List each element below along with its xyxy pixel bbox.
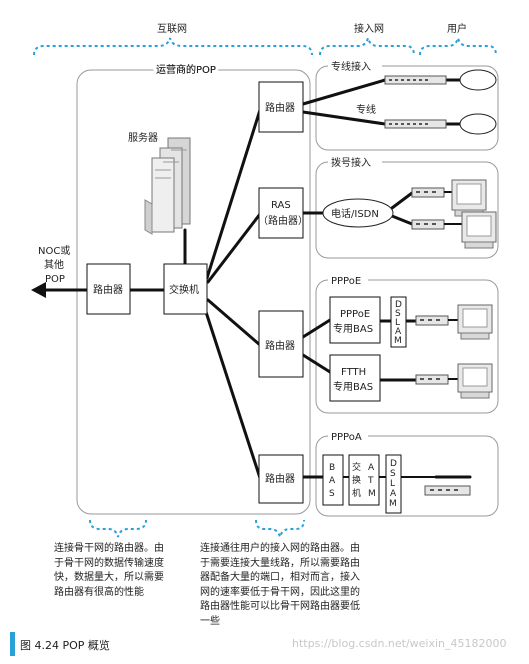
note-line: 于骨干网的数据传输速度 [54,557,164,569]
note-line: 网的速率要低于骨干网，因此这里的 [200,586,360,598]
pppoa-switch-char: 机 [352,487,361,499]
figure-caption: 图 4.24 POP 概览 [20,639,110,652]
leased-line-label: 专线 [356,103,376,116]
server-icon [144,137,191,235]
dialup-title: 拨号接入 [331,156,371,169]
router-bottom-label: 路由器 [265,472,295,485]
caption-accent-bar [10,632,15,656]
modem-icon [415,374,449,385]
pppoa-dslam-char: D [390,459,397,469]
pppoe-dslam-char: M [394,336,402,346]
router-left-label: 路由器 [93,283,123,296]
backbone-router-brace [89,519,147,538]
pppoa-dslam-char: S [390,469,396,479]
connection-lines [43,78,472,480]
note-line: 于需要连接大量线路，所以需要路由 [200,557,360,569]
pop-title: 运营商的POP [156,63,216,76]
modem-icon [384,75,447,85]
computer-icon [457,304,493,340]
noc-label-line3: POP [45,274,65,285]
user-brace [419,37,497,56]
user-network-cloud [459,69,497,91]
internet-label: 互联网 [157,23,187,35]
switch-box [163,263,208,315]
noc-arrow-icon [31,282,46,298]
router-top-label: 路由器 [265,101,295,114]
pppoa-switch-char: 交 [352,461,361,473]
leased-line-box [315,65,499,151]
note-line: 快，数据量大，所以需要 [54,572,164,583]
noc-label-line2: 其他 [44,258,64,271]
computer-icon [461,211,497,249]
computer-icon [451,179,487,217]
modem-icon [411,219,445,230]
pppoe-bas-label-line1: PPPoE [340,309,370,320]
pop-title-text: 运营商的POP [156,63,216,76]
phone-isdn-label: 电话/ISDN [331,207,379,220]
note-line: 路由器性能可以比骨干网路由器要低 [200,601,360,612]
pppoe-bas-box [329,296,381,344]
pppoa-dslam-char: M [389,499,397,509]
modem-icon [411,187,445,198]
pppoe-dslam-char: L [395,318,400,328]
ras-label-line1: RAS [271,200,291,211]
ftth-bas-box [329,354,381,402]
pppoa-bas-box [322,454,344,506]
access-network-brace [319,37,415,56]
computer-icon [457,363,493,399]
noc-label-line1: NOC或 [38,245,70,257]
pppoe-box [315,279,499,414]
phone-isdn-cloud [322,198,394,228]
dialup-box [315,161,499,259]
pppoa-atm-switch-box [348,454,380,506]
router-bottom-box [258,454,304,504]
pppoa-atm-char: T [367,476,374,486]
note-line: 路由器有很高的性能 [54,586,144,598]
router-left-box [86,263,131,315]
access-router-brace [255,519,305,538]
pppoa-bas-char: S [329,489,335,499]
pppoa-dslam-box [385,454,402,514]
pppoe-dslam-char: S [395,309,401,319]
pppoa-bas-char: B [329,463,335,473]
router-mid-box [258,310,304,378]
pppoa-atm-char: A [368,463,375,473]
access-router-note: 连接通往用户的接入网的路由器。由 于需要连接大量线路，所以需要路由 器配备大量的… [200,542,400,629]
pppoa-switch-char: 换 [352,474,361,486]
user-network-cloud [459,113,497,135]
modem-icon [415,315,449,326]
pppoe-bas-label-line2: 专用BAS [333,322,373,335]
router-mid-label: 路由器 [265,339,295,352]
note-line: 连接通往用户的接入网的路由器。由 [200,543,360,554]
user-label: 用户 [447,22,467,35]
note-line: 连接骨干网的路由器。由 [54,543,164,554]
pppoe-dslam-char: A [395,327,402,337]
backbone-router-note: 连接骨干网的路由器。由 于骨干网的数据传输速度 快，数据量大，所以需要 路由器有… [54,542,194,600]
internet-brace [33,37,313,56]
leased-line-title: 专线接入 [331,60,371,73]
modem-icon [384,119,447,129]
ras-label-line2: （路由器） [258,214,308,227]
pppoa-bas-char: A [329,476,336,486]
watermark: https://blog.csdn.net/weixin_45182000 [292,637,507,650]
server-label: 服务器 [128,131,158,144]
ftth-bas-label-line2: 专用BAS [333,380,373,393]
router-top-box [258,81,304,133]
pppoe-title: PPPoE [331,276,361,287]
pppoe-dslam-box [390,296,407,348]
pop-box [76,69,311,515]
pppoe-dslam-char: D [395,300,402,310]
access-network-label: 接入网 [354,22,384,35]
pppoa-title: PPPoA [331,432,362,443]
pppoa-dslam-char: A [390,489,397,499]
modem-icon [424,485,471,496]
ftth-bas-label-line1: FTTH [341,367,366,378]
ras-box [258,187,304,239]
pppoa-atm-char: M [368,489,376,499]
note-line: 一些 [200,615,220,627]
pppoa-dslam-char: L [390,479,395,489]
switch-label: 交换机 [169,283,199,296]
note-line: 器配备大量的端口，相对而言，接入 [200,572,360,583]
